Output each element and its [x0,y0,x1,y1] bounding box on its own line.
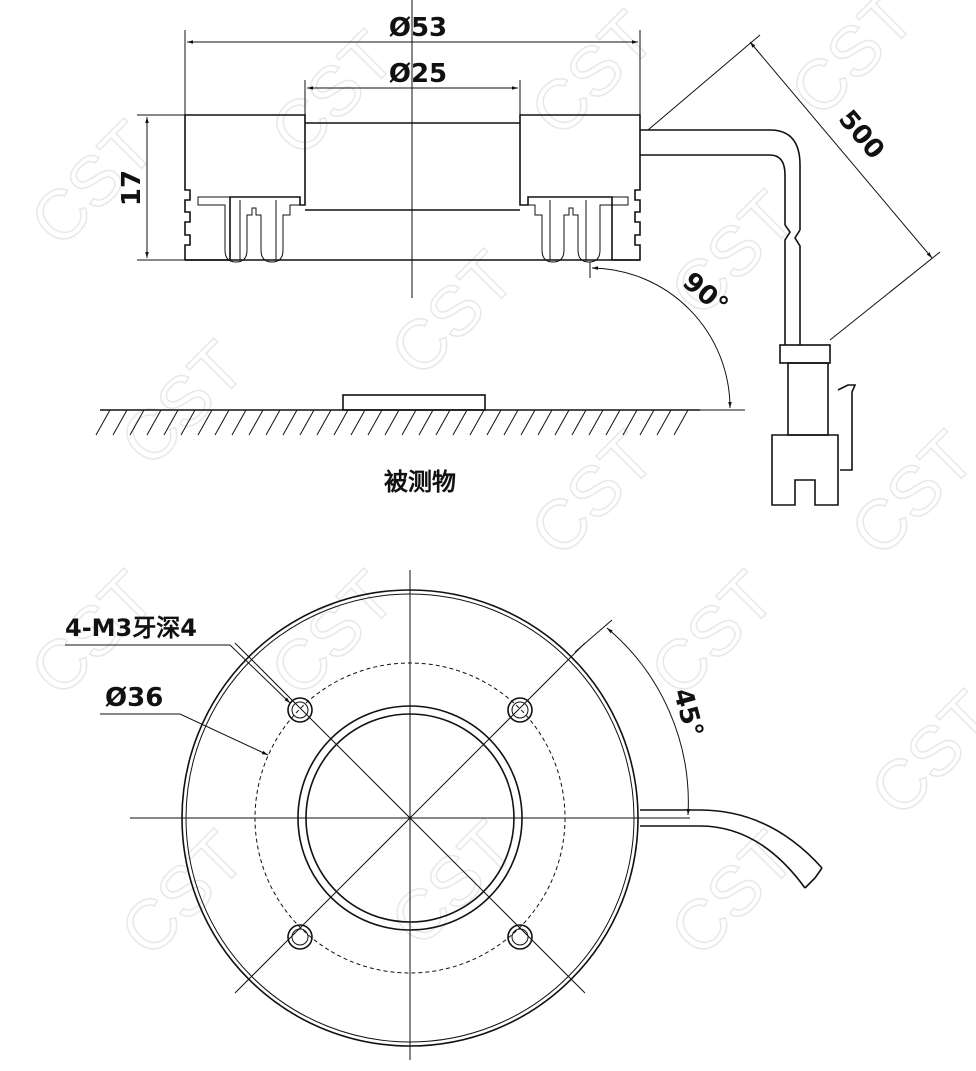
ground-hatch-line [282,409,298,436]
cable-bottom [640,809,823,889]
dim-outer-diameter: Ø53 [389,13,447,43]
target-label: 被测物 [384,468,456,496]
target-object [342,394,486,411]
ground-hatch-line [214,409,230,436]
ground-hatch-line [367,409,383,436]
bolt-circle-label: Ø36 [105,683,163,713]
ground-hatch-line [299,409,315,436]
mount-hole [507,697,533,723]
ground-hatch-line [520,409,536,436]
ground-hatch-line [571,409,587,436]
mount-hole [507,924,533,950]
ground-hatch-line [333,409,349,436]
ground-hatch-line [537,409,553,436]
thread-note: 4-M3牙深4 [65,614,197,642]
ground-hatch-line [112,409,128,436]
ground-hatch-line [401,409,417,436]
watermark: CST [655,816,809,970]
ground-hatch-line [95,409,111,436]
ground-hatch-line [146,409,162,436]
ground-hatch-line [656,409,672,436]
ground-hatch-line [163,409,179,436]
ground-hatch-line [129,409,145,436]
mount-hole [287,924,313,950]
ground-hatch-line [673,409,689,436]
watermark: CST [835,416,976,570]
watermark: CST [855,676,976,830]
ground-hatch-line [231,409,247,436]
watermark: CST [515,0,669,151]
ground-hatch-line [605,409,621,436]
watermark: CST [655,176,809,330]
dim-height: 17 [117,170,147,206]
ground-hatch-line [265,409,281,436]
ground-hatch-line [486,409,502,436]
watermark: CST [255,556,409,710]
ground-hatch-line [180,409,196,436]
ground-hatch-line [554,409,570,436]
watermark: CST [255,16,409,170]
ground-hatch-line [588,409,604,436]
ground-hatch-line [350,409,366,436]
mount-hole [287,697,313,723]
ground-hatch-line [316,409,332,436]
ground-hatch-line [452,409,468,436]
watermark: CST [635,556,789,710]
ground-hatch-line [469,409,485,436]
watermark: CST [105,326,259,480]
ground-hatch-line [418,409,434,436]
led-pocket-left [197,196,301,263]
ground-hatch-line [384,409,400,436]
ground-hatch-line [435,409,451,436]
ground-hatch-line [503,409,519,436]
ground-hatch-line [622,409,638,436]
ground-hatch-line [197,409,213,436]
connector [771,344,857,506]
ground-hatch-line [639,409,655,436]
bottom-view: 4-M3牙深4 Ø36 45° [65,570,823,1060]
dim-inner-diameter: Ø25 [389,59,447,89]
watermark: CST [515,416,669,570]
ground-hatch-line [248,409,264,436]
led-pocket-right [527,196,629,263]
